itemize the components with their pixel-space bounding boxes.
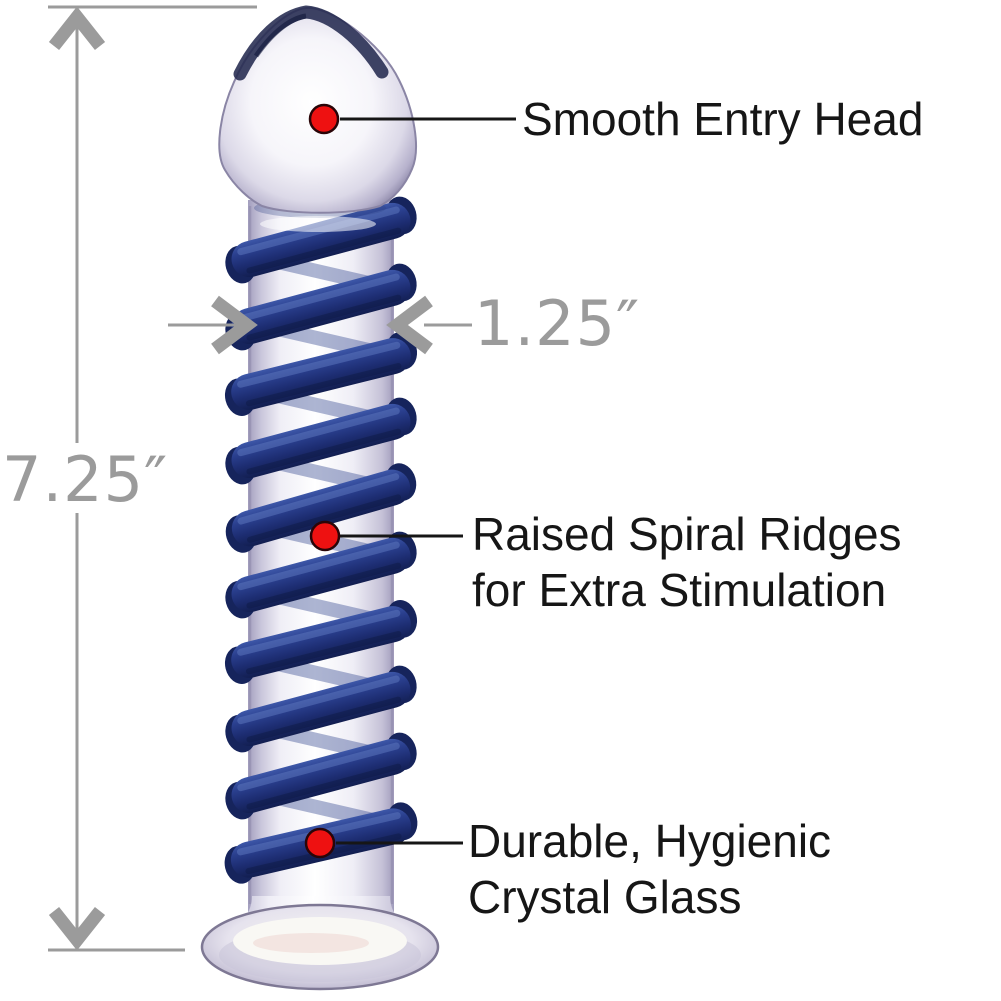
- chevron-left-icon: [386, 295, 433, 355]
- chevron-right-icon: [211, 295, 258, 355]
- head-callout-marker-dot: [308, 103, 340, 135]
- head-dark-cap: [233, 5, 389, 81]
- base-pink-reflection: [253, 933, 369, 953]
- shaft-callout-marker-dot: [309, 520, 341, 552]
- shaft-callout-label: Raised Spiral Ridges for Extra Stimulati…: [472, 508, 902, 616]
- height-measurement: [48, 5, 257, 952]
- glass-base: [200, 896, 440, 991]
- chevron-down-icon: [48, 906, 106, 951]
- neck-sheen: [260, 216, 376, 232]
- base-callout-marker-dot: [304, 827, 336, 859]
- callout-lines: [336, 117, 516, 845]
- width-measurement: [168, 295, 472, 355]
- width-measurement-value: 1.25″: [474, 287, 641, 360]
- height-measurement-value: 7.25″: [2, 443, 169, 516]
- chevron-up-icon: [48, 6, 106, 51]
- head-callout-label: Smooth Entry Head: [522, 93, 924, 145]
- callout-markers: [304, 103, 341, 859]
- base-callout-label: Durable, Hygienic Crystal Glass: [468, 815, 832, 923]
